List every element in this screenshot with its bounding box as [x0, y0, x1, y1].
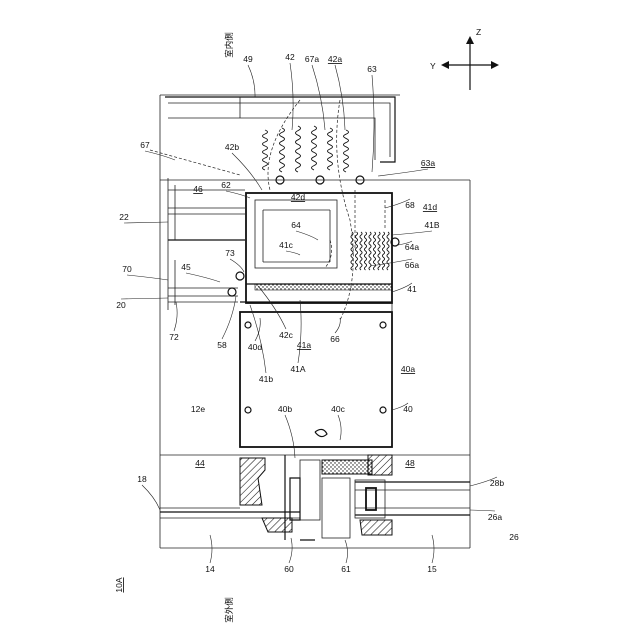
indoor-side-label: 室内側: [224, 32, 234, 58]
leader-20: [121, 298, 168, 299]
leader-40b: [285, 415, 295, 458]
leader-lines: [121, 63, 497, 563]
ref-66: 66: [330, 334, 340, 344]
ref-40: 40: [403, 404, 413, 414]
ref-41c: 41c: [279, 240, 293, 250]
ref-41A: 41A: [290, 364, 305, 374]
spring-coil: [263, 130, 268, 170]
axis-symbol: Z Y: [430, 27, 499, 90]
spring-coil-small: [360, 232, 362, 270]
ref-41a: 41a: [297, 340, 311, 350]
ref-67: 67: [140, 140, 150, 150]
ref-12e: 12e: [191, 404, 205, 414]
spring-coil-small: [373, 232, 375, 270]
ref-42: 42: [285, 52, 295, 62]
leader-66: [335, 318, 340, 333]
leader-49: [248, 65, 255, 97]
spring-coil-small: [351, 232, 353, 270]
ref-42b: 42b: [225, 142, 239, 152]
leader-41A: [298, 300, 301, 363]
leader-63: [372, 75, 374, 172]
leader-70: [127, 275, 168, 280]
ref-14: 14: [205, 564, 215, 574]
axis-z-label: Z: [476, 27, 481, 37]
ref-26: 26: [509, 532, 519, 542]
leader-41b: [250, 305, 266, 373]
ref-41: 41: [407, 284, 417, 294]
spring-coil: [296, 126, 301, 172]
spring-coil-small: [364, 232, 366, 270]
leader-22: [124, 222, 168, 223]
ref-26a: 26a: [488, 512, 502, 522]
ref-18: 18: [137, 474, 147, 484]
ref-48: 48: [405, 458, 415, 468]
ref-64a: 64a: [405, 242, 419, 252]
leader-26a: [470, 510, 495, 511]
leader-58: [222, 296, 236, 339]
ref-49: 49: [243, 54, 253, 64]
ref-40d: 40d: [248, 342, 262, 352]
leader-61: [345, 540, 348, 563]
ref-42d: 42d: [291, 192, 305, 202]
axis-y-label: Y: [430, 61, 436, 71]
outdoor-side-label: 室外側: [224, 597, 234, 623]
ref-62: 62: [221, 180, 231, 190]
ref-41d: 41d: [423, 202, 437, 212]
ref-66a: 66a: [405, 260, 419, 270]
ref-40c: 40c: [331, 404, 345, 414]
gaskets: [240, 455, 392, 540]
leader-41c: [286, 251, 300, 255]
spring-coil: [328, 128, 333, 170]
spring-coil: [280, 128, 285, 172]
leader-18: [142, 485, 160, 510]
leader-73: [230, 259, 244, 272]
reference-numerals: 49 42 67a 42a 63 67 42b 63a 46 62 42d 68 41d 41B 22 64 4…: [116, 52, 519, 574]
ref-40b: 40b: [278, 404, 292, 414]
ref-45: 45: [181, 262, 191, 272]
ref-41b: 41b: [259, 374, 273, 384]
ref-22: 22: [119, 212, 129, 222]
spring-coil-small: [355, 232, 357, 270]
ref-68: 68: [405, 200, 415, 210]
ref-60: 60: [284, 564, 294, 574]
ref-40a: 40a: [401, 364, 415, 374]
leader-15: [432, 535, 434, 563]
figure-number: 10A: [114, 577, 124, 592]
leader-40c: [338, 415, 341, 440]
ref-42a: 42a: [328, 54, 342, 64]
ref-20: 20: [116, 300, 126, 310]
ref-63a: 63a: [421, 158, 435, 168]
leader-42b: [232, 153, 262, 190]
ref-58: 58: [217, 340, 227, 350]
spring-coil-small: [387, 232, 389, 270]
ref-46: 46: [193, 184, 203, 194]
leader-72: [174, 302, 177, 331]
leader-45: [186, 273, 220, 282]
ref-44: 44: [195, 458, 205, 468]
spring-coil-small: [369, 232, 371, 270]
leader-14: [210, 535, 212, 563]
ref-41B: 41B: [424, 220, 439, 230]
ref-28b: 28b: [490, 478, 504, 488]
filter-strip: [255, 284, 392, 290]
ref-42c: 42c: [279, 330, 293, 340]
ref-72: 72: [169, 332, 179, 342]
leader-42c: [258, 286, 286, 329]
ref-63: 63: [367, 64, 377, 74]
spring-coil: [344, 130, 349, 172]
ref-70: 70: [122, 264, 132, 274]
ref-64: 64: [291, 220, 301, 230]
leader-63a: [378, 169, 428, 176]
ref-67a: 67a: [305, 54, 319, 64]
spring-coil: [312, 126, 317, 170]
ref-73: 73: [225, 248, 235, 258]
leader-60: [289, 538, 292, 563]
leader-64: [296, 231, 318, 240]
ref-61: 61: [341, 564, 351, 574]
fasteners: [228, 176, 399, 437]
leader-41B: [392, 231, 432, 235]
ref-15: 15: [427, 564, 437, 574]
